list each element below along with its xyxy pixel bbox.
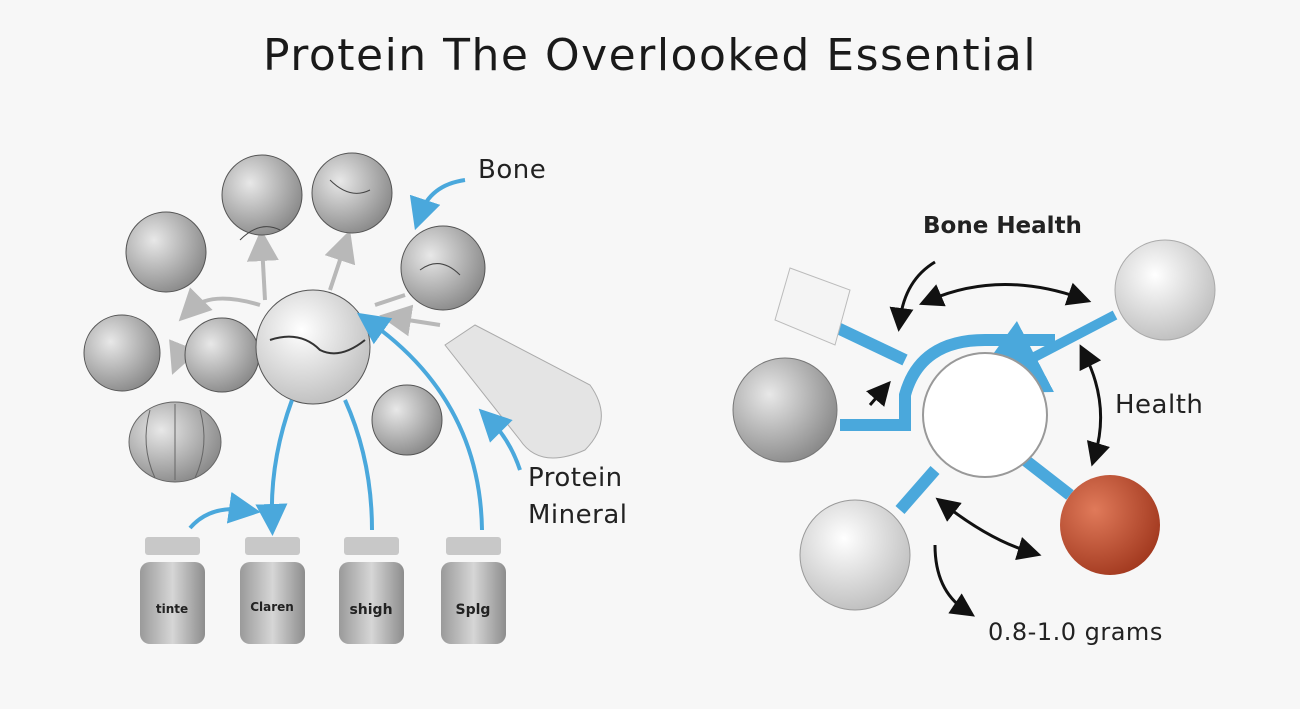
porous-sphere (799, 499, 911, 611)
label-mineral: Mineral (528, 500, 628, 530)
supplement-jars (140, 537, 506, 644)
black-arrows (866, 260, 1110, 617)
white-sphere (1114, 239, 1216, 341)
jar-label: Splg (455, 602, 491, 618)
blue-arrows-left (188, 178, 522, 536)
red-sphere (1060, 475, 1160, 575)
label-health: Health (1115, 390, 1204, 420)
pumpkin-icon (128, 401, 222, 483)
label-bone: Bone (478, 155, 547, 185)
jar-label: Claren (250, 600, 294, 614)
cracked-bone-spheres (83, 152, 486, 456)
label-dosage: 0.8-1.0 grams (988, 618, 1163, 646)
center-circle (922, 352, 1048, 478)
label-bone-health: Bone Health (923, 213, 1082, 239)
page-title: Protein The Overlooked Essential (262, 30, 1038, 81)
flask-icon (444, 324, 602, 459)
jar-label: tinte (155, 602, 189, 616)
label-protein: Protein (528, 463, 623, 493)
cup-icon (774, 267, 851, 346)
jar-label: shigh (349, 602, 393, 618)
globe-sphere (732, 357, 838, 463)
